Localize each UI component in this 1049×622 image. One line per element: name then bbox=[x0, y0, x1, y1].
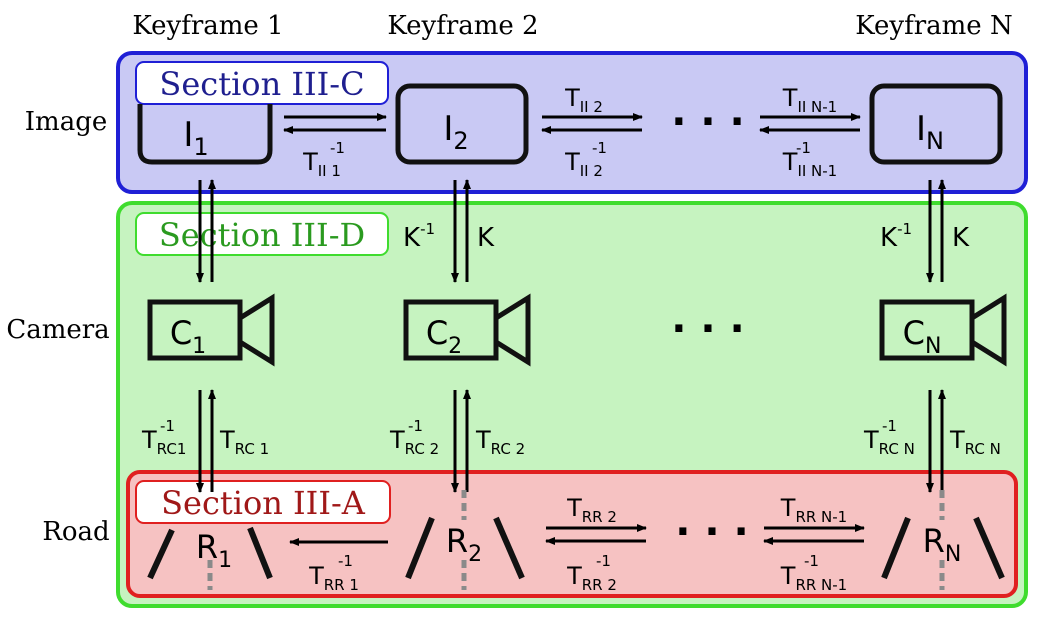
column-header-keyframe-2: Keyframe 2 bbox=[387, 11, 538, 41]
arrows-prev-in bbox=[759, 113, 861, 134]
ellipsis-road-row: · · · bbox=[675, 509, 748, 555]
label-t-ii2: TII 2 bbox=[564, 84, 603, 116]
label-t-rc2-inv: TRC 2 bbox=[389, 426, 439, 458]
road-node-n-sub: N bbox=[945, 542, 961, 567]
label-t-iin1: TII N-1 bbox=[782, 84, 837, 116]
label-t-rcn-inv-sup: -1 bbox=[882, 417, 897, 435]
section-tag-camera: Section III-D bbox=[135, 212, 389, 256]
label-t-rr1-inv-sup: -1 bbox=[338, 552, 353, 570]
ellipsis-image-row: · · · bbox=[671, 99, 744, 145]
label-t-ii2-inv-sup: -1 bbox=[592, 139, 607, 157]
svg-text:I1: I1 bbox=[183, 115, 208, 161]
image-node-2-base: I bbox=[443, 109, 453, 149]
road-node-2-base: R bbox=[446, 522, 468, 560]
road-node-2-sub: 2 bbox=[468, 542, 482, 567]
label-k-2: K bbox=[477, 223, 495, 253]
label-t-rc1-inv-sup: -1 bbox=[160, 417, 175, 435]
arrows-i2-next bbox=[541, 113, 643, 134]
image-node-1-base: I bbox=[183, 115, 193, 155]
image-node-2: I2 bbox=[395, 83, 529, 165]
camera-node-n-sub: N bbox=[925, 334, 941, 359]
label-t-iin1-inv: TII N-1 bbox=[782, 148, 837, 180]
label-k-n: K bbox=[952, 223, 970, 253]
label-t-rr1-inv: TRR 1 bbox=[308, 562, 359, 594]
row-label-image: Image bbox=[25, 107, 107, 137]
camera-node-2: C2 bbox=[403, 293, 531, 367]
image-node-2-sub: 2 bbox=[453, 127, 468, 155]
road-node-n: RN bbox=[881, 490, 1005, 590]
section-tag-image-label: Section III-C bbox=[159, 65, 364, 103]
label-t-rr2-inv: TRR 2 bbox=[566, 562, 617, 594]
svg-text:CN: CN bbox=[903, 314, 942, 359]
ellipsis-camera-row: · · · bbox=[671, 306, 744, 352]
image-node-n-sub: N bbox=[926, 127, 944, 155]
label-t-rc2-inv-sup: -1 bbox=[408, 417, 423, 435]
label-t-rr2-inv-sup: -1 bbox=[596, 552, 611, 570]
camera-node-2-sub: 2 bbox=[448, 334, 462, 359]
svg-text:C1: C1 bbox=[170, 314, 206, 359]
label-k-inv-n: K-1 bbox=[880, 220, 912, 253]
camera-node-1-sub: 1 bbox=[192, 334, 206, 359]
road-node-2: R2 bbox=[405, 490, 525, 590]
arrows-c2-r2 bbox=[451, 389, 471, 493]
row-label-camera: Camera bbox=[6, 315, 109, 345]
label-t-rcn: TRC N bbox=[949, 426, 1001, 458]
road-node-n-base: R bbox=[923, 522, 945, 560]
label-t-iin1-inv-sup: -1 bbox=[796, 139, 811, 157]
arrows-r2-next bbox=[545, 524, 647, 545]
row-label-road: Road bbox=[42, 517, 109, 547]
label-t-ii2-inv: TII 2 bbox=[564, 148, 603, 180]
label-t-rc2: TRC 2 bbox=[475, 426, 525, 458]
label-t-rc1: TRC 1 bbox=[219, 426, 269, 458]
column-header-keyframe-n: Keyframe N bbox=[855, 11, 1012, 41]
road-node-1: R1 bbox=[147, 526, 273, 590]
label-t-rrn1-inv-sup: -1 bbox=[804, 552, 819, 570]
camera-node-n: CN bbox=[879, 293, 1007, 367]
svg-text:R1: R1 bbox=[196, 528, 232, 573]
camera-node-n-base: C bbox=[903, 314, 925, 352]
svg-text:C2: C2 bbox=[426, 314, 462, 359]
camera-node-1-base: C bbox=[170, 314, 192, 352]
arrows-i2-c2 bbox=[451, 179, 471, 283]
label-t-rcn-inv: TRC N bbox=[863, 426, 915, 458]
label-t-rc1-inv: TRC1 bbox=[141, 426, 186, 458]
svg-text:I2: I2 bbox=[443, 109, 468, 155]
label-k-inv-2: K-1 bbox=[403, 220, 435, 253]
label-t-ii1-inv: TII 1 bbox=[302, 148, 341, 180]
label-t-rrn1: TRR N-1 bbox=[780, 494, 847, 526]
arrows-prev-rn bbox=[763, 524, 865, 545]
arrows-cn-rn bbox=[926, 389, 946, 493]
camera-node-2-base: C bbox=[426, 314, 448, 352]
section-tag-road-label: Section III-A bbox=[161, 484, 366, 522]
svg-text:RN: RN bbox=[923, 522, 962, 567]
svg-text:IN: IN bbox=[916, 109, 944, 155]
label-t-rrn1-inv: TRR N-1 bbox=[780, 562, 847, 594]
arrows-i1-i2 bbox=[283, 113, 387, 134]
image-node-1-sub: 1 bbox=[193, 133, 208, 161]
image-node-n-base: I bbox=[916, 109, 926, 149]
image-node-n: IN bbox=[869, 83, 1003, 165]
svg-text:R2: R2 bbox=[446, 522, 482, 567]
image-node-1: I1 bbox=[137, 104, 273, 165]
section-tag-camera-label: Section III-D bbox=[159, 216, 365, 254]
arrows-c1-r1 bbox=[196, 389, 216, 493]
section-tag-road: Section III-A bbox=[135, 480, 391, 524]
camera-node-1: C1 bbox=[147, 293, 275, 367]
column-header-keyframe-1: Keyframe 1 bbox=[132, 11, 283, 41]
road-node-1-base: R bbox=[196, 528, 218, 566]
label-t-rr2: TRR 2 bbox=[566, 494, 617, 526]
road-node-1-sub: 1 bbox=[218, 548, 232, 573]
section-tag-image: Section III-C bbox=[135, 61, 389, 105]
arrows-in-cn bbox=[926, 179, 946, 283]
label-t-ii1-inv-sup: -1 bbox=[330, 139, 345, 157]
arrows-i1-c1 bbox=[196, 179, 216, 283]
